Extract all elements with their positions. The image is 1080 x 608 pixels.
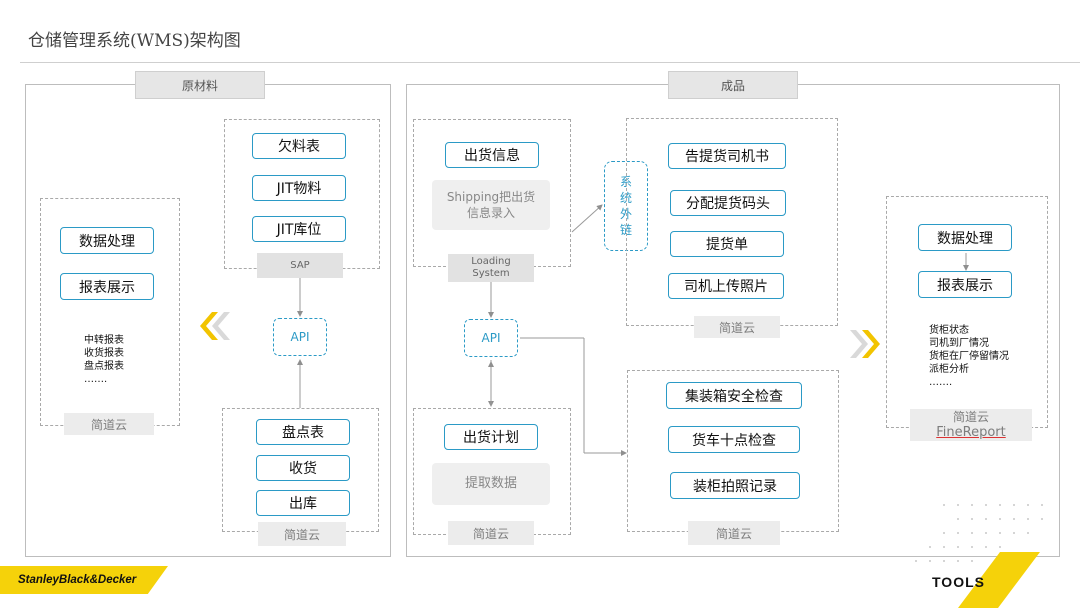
driver-notice-box: 告提货司机书 [668,143,786,169]
shortage-table-box: 欠料表 [252,133,346,159]
api-left-node: API [273,318,327,356]
brand-stripe [958,552,1040,608]
chevron-right-icon [850,330,880,358]
list-item: 司机到厂情况 [929,338,989,349]
left-cloud-tag: 简道云 [64,413,154,435]
report-display-box-left: 报表展示 [60,273,154,300]
list-item: 盘点报表 [84,361,124,372]
page-title: 仓储管理系统(WMS)架构图 [28,31,241,51]
outbound-box: 出库 [256,490,350,516]
pickup-order-box: 提货单 [670,231,784,257]
assign-dock-box: 分配提货码头 [670,190,786,216]
data-processing-box-right: 数据处理 [918,224,1012,251]
title-divider [20,62,1080,63]
list-item: ……. [929,377,953,388]
driver-photo-box: 司机上传照片 [668,273,784,299]
truck-check-box: 货车十点检查 [668,426,800,453]
sap-tag: SAP [257,253,343,278]
list-item: 中转报表 [84,335,124,346]
shipping-entry-note: Shipping把出货 信息录入 [432,180,550,230]
list-item: 派柜分析 [929,364,969,375]
brand-logo: StanleyBlack&Decker [0,566,168,594]
receiving-box: 收货 [256,455,350,481]
driver-tag: 简道云 [694,316,780,338]
finished-goods-label: 成品 [668,71,798,99]
finereport-tag: 简道云 FineReport [910,409,1032,441]
chevron-left-icon [200,312,230,340]
finereport-tag-line2: FineReport [936,425,1006,440]
loading-photo-box: 装柜拍照记录 [670,472,800,499]
right-report-list: 货柜状态 司机到厂情况 货柜在厂停留情况 派柜分析 ……. [929,324,1009,389]
api-mid-node: API [464,319,518,357]
decorative-dots [915,504,1043,562]
list-item: 收货报表 [84,348,124,359]
container-tag: 简道云 [688,521,780,545]
shipping-info-box: 出货信息 [445,142,539,168]
shipping-plan-box: 出货计划 [444,424,538,450]
jit-material-box: JIT物料 [252,175,346,201]
extract-data-note: 提取数据 [432,463,550,505]
jit-location-box: JIT库位 [252,216,346,242]
container-safety-box: 集装箱安全检查 [666,382,802,409]
tools-label: TOOLS [932,574,985,590]
left-report-list: 中转报表 收货报表 盘点报表 ……. [84,334,124,386]
loading-system-tag: Loading System [448,254,534,282]
inbound-tag: 简道云 [258,522,346,546]
report-display-box-right: 报表展示 [918,271,1012,298]
list-item: 货柜状态 [929,325,969,336]
stocktake-box: 盘点表 [256,419,350,445]
data-processing-box-left: 数据处理 [60,227,154,254]
raw-material-label: 原材料 [135,71,265,99]
list-item: ……. [84,374,108,385]
plan-tag: 简道云 [448,521,534,545]
list-item: 货柜在厂停留情况 [929,351,1009,362]
finereport-tag-line1: 简道云 [952,410,989,424]
